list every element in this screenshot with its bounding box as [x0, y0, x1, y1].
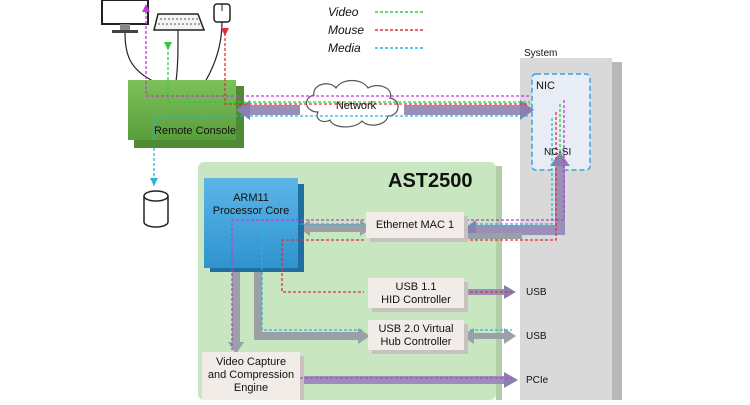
network-label: Network: [335, 100, 377, 112]
usb11-box: [368, 278, 464, 308]
mouse-signal-line: [224, 28, 557, 293]
video-engine-box: [202, 352, 300, 400]
media-signal-line: [153, 115, 553, 331]
keyboard-arrow: [164, 42, 172, 50]
remote-console-label: Remote Console: [154, 125, 236, 137]
usb20-label: USB 2.0 Virtual Hub Controller: [378, 323, 454, 348]
port-usb-2-label: USB: [526, 331, 547, 342]
bus-cpu-usb20: [254, 270, 362, 340]
monitor-cable: [124, 32, 156, 83]
remote-console-box: [128, 80, 236, 140]
network-cloud: [305, 79, 399, 128]
disk-arrow: [150, 178, 158, 186]
video-return-line: [145, 6, 565, 379]
ncsi-label: NC-SI: [544, 147, 572, 158]
system-panel-shadow: [612, 62, 622, 400]
port-pcie-label: PCIe: [526, 375, 549, 386]
eth-mac-label: Ethernet MAC 1: [375, 219, 455, 231]
cpu-label: ARM11 Processor Core: [212, 192, 290, 217]
eth-mac-box: [366, 212, 464, 238]
legend-label-media: Media: [328, 41, 361, 55]
monitor-icon: [101, 0, 149, 33]
usb20-box: [368, 320, 464, 350]
system-label: System: [524, 48, 558, 59]
usb11-label: USB 1.1 HID Controller: [381, 281, 451, 306]
disk-icon: [143, 190, 169, 228]
legend-label-video: Video: [328, 5, 359, 19]
nic-label: NIC: [536, 80, 555, 92]
chip-shadow: [496, 166, 502, 400]
nic-box: [531, 73, 591, 171]
mouse-arrow: [221, 28, 229, 36]
video-signal-line: [167, 42, 561, 160]
chip-title: AST2500: [388, 170, 473, 192]
bus-ncsi-mac: [470, 162, 565, 235]
keyboard-icon: [153, 13, 206, 31]
legend-label-mouse: Mouse: [328, 23, 365, 37]
port-usb-1-label: USB: [526, 287, 547, 298]
video-engine-label: Video Capture and Compression Engine: [207, 356, 295, 394]
monitor-arrow: [142, 4, 150, 12]
mouse-cable: [204, 21, 223, 83]
mouse-icon: [213, 3, 231, 23]
keyboard-cable: [175, 29, 179, 83]
